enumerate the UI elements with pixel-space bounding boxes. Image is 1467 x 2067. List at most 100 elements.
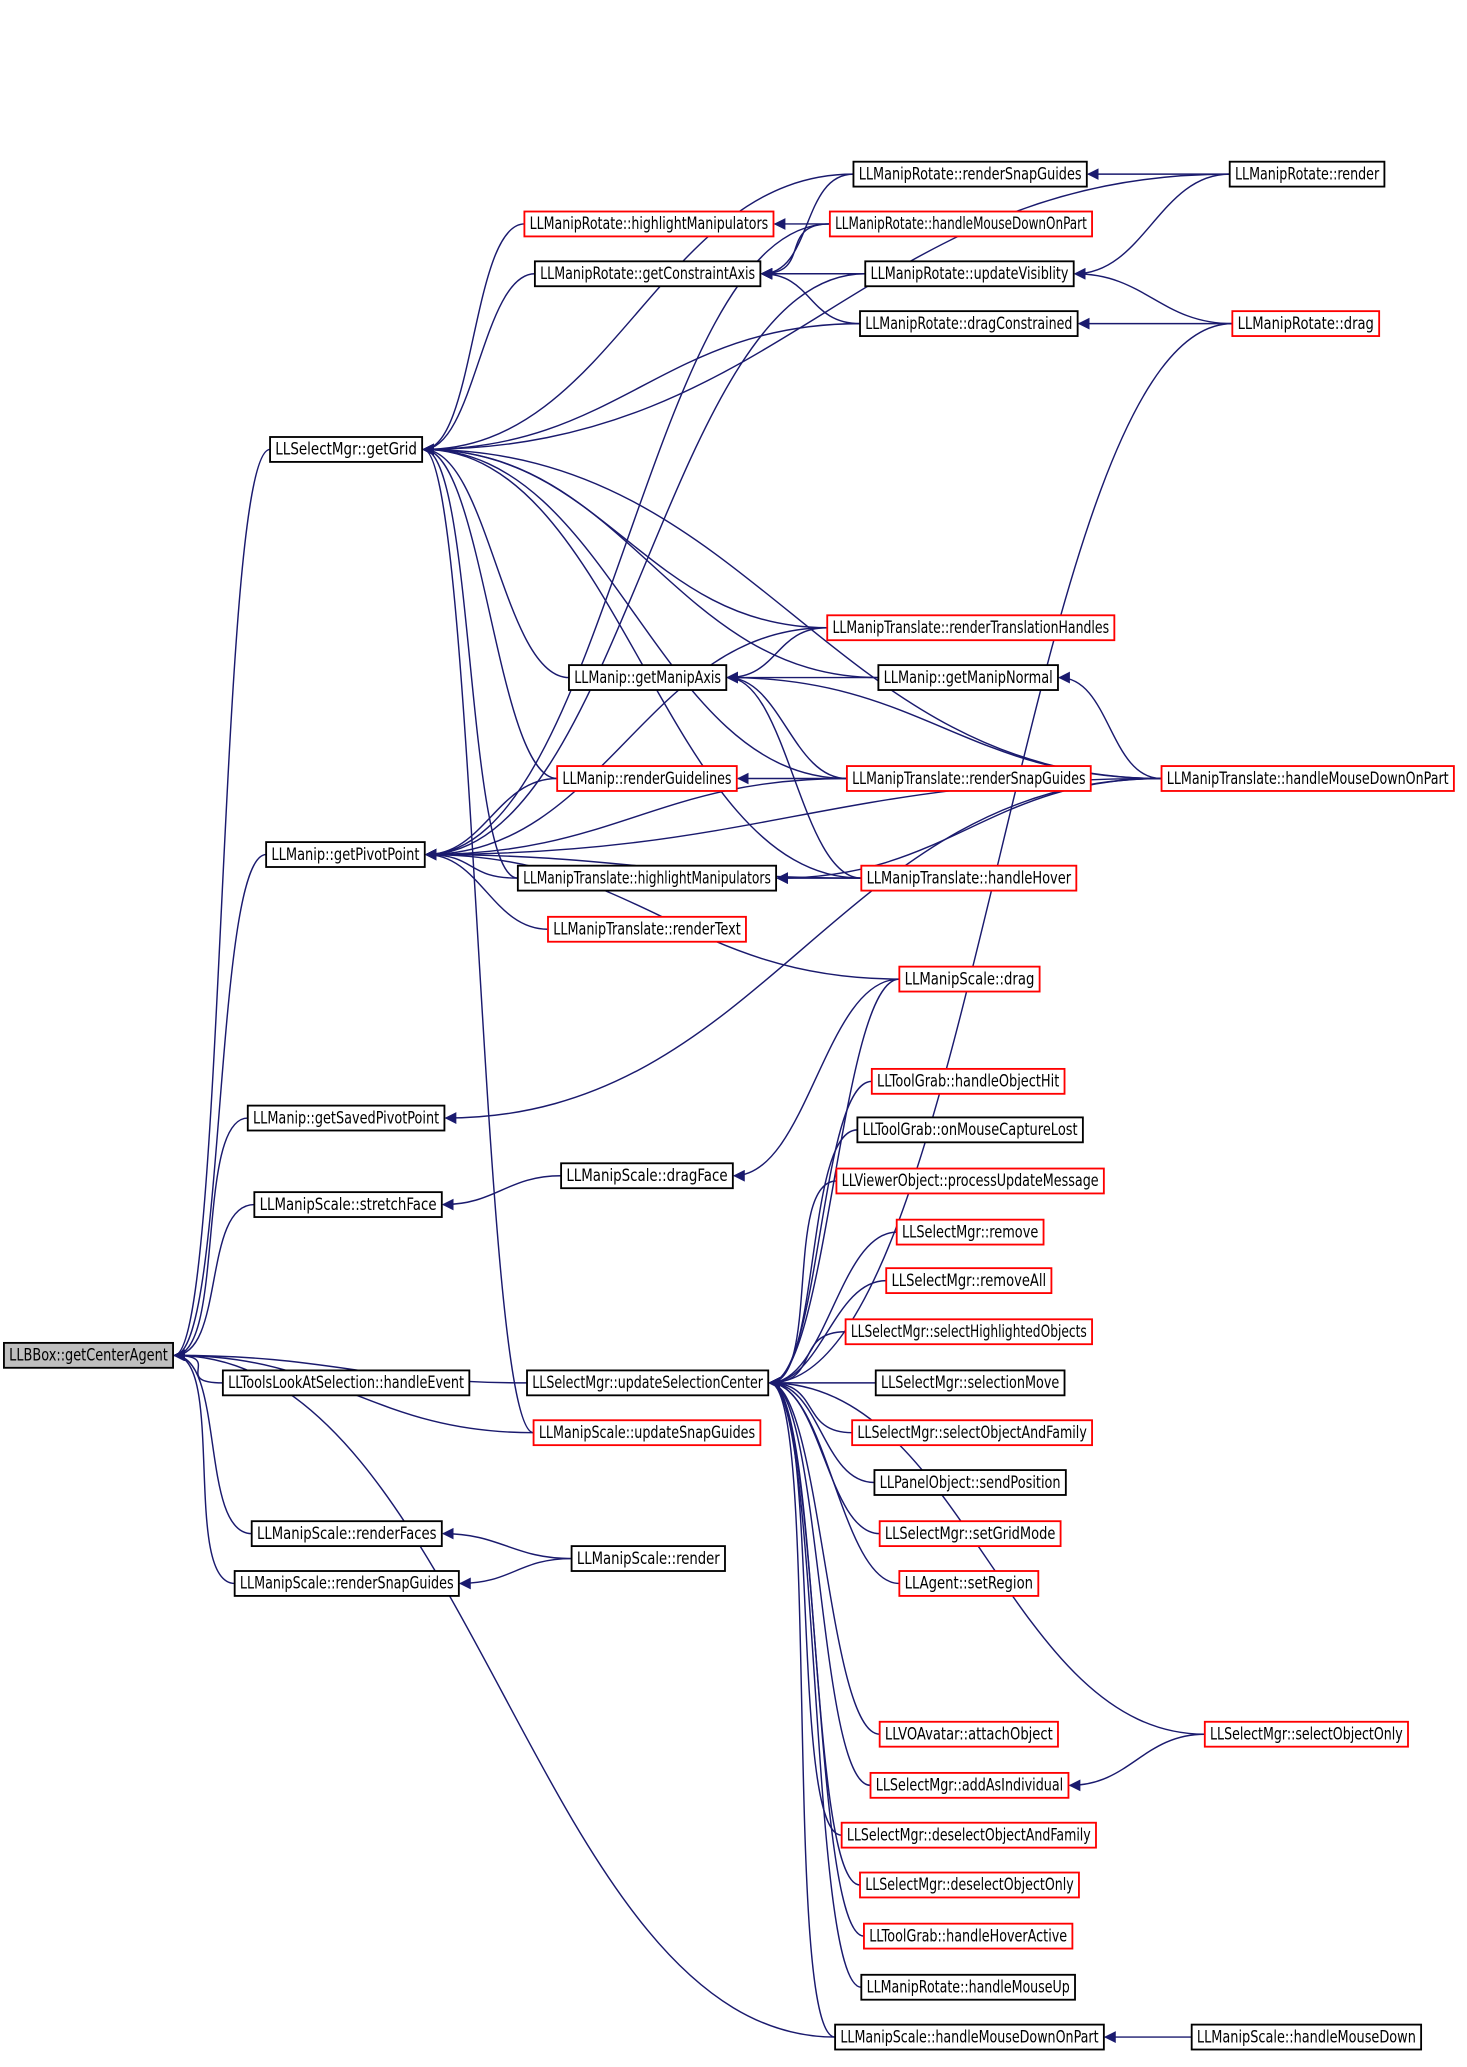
node-trans-render-text[interactable]: LLManipTranslate::renderText [547,915,747,943]
node-manip-axis[interactable]: LLManip::getManipAxis [568,664,728,691]
node-box [265,841,426,868]
node-box [874,1369,1066,1397]
node-panel-send-pos[interactable]: LLPanelObject::sendPosition [873,1469,1067,1496]
node-rot-render-snap[interactable]: LLManipRotate::renderSnapGuides [852,160,1088,188]
node-grab-hover-active[interactable]: LLToolGrab::handleHoverActive [863,1922,1074,1950]
node-trans-highlight[interactable]: LLManipTranslate::highlightManipulators [516,864,778,892]
node-scale-stretch[interactable]: LLManipScale::stretchFace [253,1191,443,1218]
node-rot-mouse-up[interactable]: LLManipRotate::handleMouseUp [860,1973,1076,2001]
edge-rot-render-to-grid [422,173,1230,456]
edge-trans-render-handles-to-manip-axis [726,627,828,684]
node-grid[interactable]: LLSelectMgr::getGrid [269,436,424,463]
node-rot-drag[interactable]: LLManipRotate::drag [1231,310,1381,337]
edge-trans-mouse-down-to-saved-pivot [444,777,1162,1124]
node-box [856,1116,1084,1144]
node-grab-obj-hit[interactable]: LLToolGrab::handleObjectHit [870,1067,1066,1095]
node-sel-highlighted[interactable]: LLSelectMgr::selectHighlightedObjects [844,1318,1093,1346]
node-box [516,864,778,892]
node-box [523,210,775,238]
node-scale-upd-snap[interactable]: LLManipScale::updateSnapGuides [532,1419,762,1447]
node-box [1190,2023,1423,2051]
node-scale-drag-face[interactable]: LLManipScale::dragFace [560,1162,734,1190]
edge-trans-highlight-to-grid [422,443,518,879]
node-trans-render-handles[interactable]: LLManipTranslate::renderTranslationHandl… [826,614,1116,642]
edge-sel-desel-family-to-upd-sel-center [768,1377,842,1836]
node-box [859,1871,1080,1899]
node-sel-remove[interactable]: LLSelectMgr::remove [895,1218,1045,1246]
node-rot-drag-cons[interactable]: LLManipRotate::dragConstrained [859,310,1079,337]
node-rot-mouse-down[interactable]: LLManipRotate::handleMouseDownOnPart [828,210,1093,238]
node-scale-mouse-down[interactable]: LLManipScale::handleMouseDown [1190,2023,1423,2051]
node-label: LLSelectMgr::remove [902,1222,1038,1242]
node-label: LLManipTranslate::renderSnapGuides [852,769,1085,789]
edge-scale-stretch-to-root [173,1203,255,1362]
edge-scale-render-to-scale-render-snap [458,1557,572,1590]
node-label: LLManip::getSavedPivotPoint [253,1108,439,1128]
node-saved-pivot[interactable]: LLManip::getSavedPivotPoint [246,1104,446,1132]
node-sel-remove-all[interactable]: LLSelectMgr::removeAll [885,1267,1053,1294]
node-rot-constraint[interactable]: LLManipRotate::getConstraintAxis [533,260,762,288]
node-box [246,1104,446,1132]
node-sel-move[interactable]: LLSelectMgr::selectionMove [874,1369,1066,1397]
node-sel-grid-mode[interactable]: LLSelectMgr::setGridMode [878,1520,1062,1548]
node-agent-set-region[interactable]: LLAgent::setRegion [898,1570,1040,1597]
node-scale-drag[interactable]: LLManipScale::drag [898,965,1041,993]
edge-trans-render-snap-to-grid [422,443,847,780]
node-box [863,1922,1074,1950]
node-scale-render-faces[interactable]: LLManipScale::renderFaces [250,1520,443,1548]
edge-avatar-attach-to-upd-sel-center [768,1377,880,1735]
node-box [859,310,1079,337]
edge-scale-render-faces-to-root [173,1349,252,1535]
node-scale-render[interactable]: LLManipScale::render [570,1545,726,1572]
node-trans-mouse-down[interactable]: LLManipTranslate::handleMouseDownOnPart [1160,765,1455,792]
node-box [860,864,1078,892]
edge-rot-mouse-up-to-upd-sel-center [768,1377,862,1988]
node-avatar-attach[interactable]: LLVOAvatar::attachObject [878,1720,1059,1748]
node-trans-render-snap[interactable]: LLManipTranslate::renderSnapGuides [845,765,1092,792]
node-label: LLToolGrab::handleHoverActive [869,1926,1067,1946]
node-label: LLToolsLookAtSelection::handleEvent [228,1373,464,1393]
node-root[interactable]: LLBBox::getCenterAgent [3,1341,174,1369]
node-sel-desel-family[interactable]: LLSelectMgr::deselectObjectAndFamily [840,1821,1097,1849]
node-box [532,1419,762,1447]
node-toolslook[interactable]: LLToolsLookAtSelection::handleEvent [221,1369,471,1397]
node-trans-hover[interactable]: LLManipTranslate::handleHover [860,864,1078,892]
node-sel-add-indiv[interactable]: LLSelectMgr::addAsIndividual [869,1771,1070,1799]
edge-scale-drag-to-scale-drag-face [732,978,900,1182]
node-sel-obj-family[interactable]: LLSelectMgr::selectObjectAndFamily [851,1419,1093,1447]
node-viewer-proc[interactable]: LLViewerObject::processUpdateMessage [835,1167,1105,1195]
node-label: LLManipRotate::handleMouseUp [867,1977,1070,1997]
node-label: LLManipTranslate::renderText [553,920,741,940]
edge-rot-upd-vis-to-pivot [424,273,866,861]
node-grab-cap-lost[interactable]: LLToolGrab::onMouseCaptureLost [856,1116,1084,1144]
node-rot-highlight[interactable]: LLManipRotate::highlightManipulators [523,210,775,238]
node-label: LLSelectMgr::selectObjectOnly [1210,1724,1403,1744]
edge-panel-send-pos-to-upd-sel-center [768,1377,875,1484]
node-rot-render[interactable]: LLManipRotate::render [1228,160,1386,188]
node-box [878,1520,1062,1548]
node-label: LLSelectMgr::selectObjectAndFamily [857,1423,1086,1443]
edge-trans-render-snap-to-manip-axis [726,671,847,780]
node-scale-render-snap[interactable]: LLManipScale::renderSnapGuides [233,1570,460,1597]
node-label: LLToolGrab::handleObjectHit [877,1072,1059,1092]
node-pivot[interactable]: LLManip::getPivotPoint [265,841,426,868]
node-sel-obj-only[interactable]: LLSelectMgr::selectObjectOnly [1203,1720,1409,1748]
node-label: LLManipTranslate::renderTranslationHandl… [832,618,1109,638]
edge-render-guidelines-to-grid [422,443,558,780]
node-box [1231,310,1381,337]
node-box [895,1218,1045,1246]
node-label: LLManipRotate::renderSnapGuides [859,164,1082,184]
node-render-guidelines[interactable]: LLManip::renderGuidelines [556,765,738,792]
edge-trans-render-snap-to-pivot [424,777,847,861]
node-label: LLManipRotate::dragConstrained [865,314,1072,334]
node-scale-mouse-down-part[interactable]: LLManipScale::handleMouseDownOnPart [834,2023,1105,2051]
node-label: LLBBox::getCenterAgent [9,1346,168,1366]
node-rot-upd-vis[interactable]: LLManipRotate::updateVisiblity [864,260,1075,288]
node-manip-normal[interactable]: LLManip::getManipNormal [877,664,1059,691]
node-box [845,765,1092,792]
node-label: LLToolGrab::onMouseCaptureLost [863,1120,1078,1140]
edge-manip-axis-to-grid [422,443,569,679]
node-sel-desel-only[interactable]: LLSelectMgr::deselectObjectOnly [859,1871,1080,1899]
node-label: LLManip::renderGuidelines [562,769,731,789]
node-upd-sel-center[interactable]: LLSelectMgr::updateSelectionCenter [526,1369,770,1397]
